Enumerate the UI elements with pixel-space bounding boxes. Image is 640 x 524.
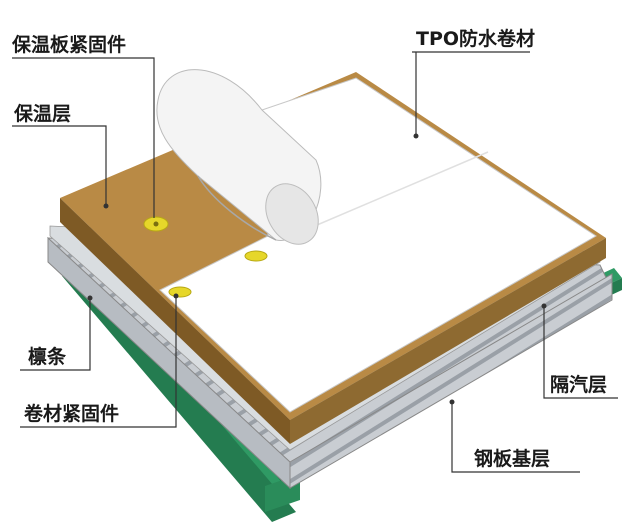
label-board-fastener: 保温板紧固件 [12, 34, 127, 56]
label-tpo-membrane: TPO防水卷材 [416, 28, 536, 50]
leader-tpo [412, 51, 530, 136]
label-insulation-layer: 保温层 [14, 103, 72, 125]
label-purlin: 檩条 [28, 346, 67, 368]
tpo-membrane [156, 69, 597, 413]
board-fastener-icon [143, 216, 169, 232]
label-membrane-fastener: 卷材紧固件 [24, 403, 120, 425]
leader-board-fastener [12, 57, 155, 218]
label-vapor-barrier: 隔汽层 [550, 374, 608, 396]
label-steel-deck: 钢板基层 [474, 448, 551, 470]
leader-insulation [12, 125, 107, 206]
leader-lines [12, 51, 618, 473]
leader-dots [87, 133, 547, 405]
leader-vapor-barrier [543, 306, 618, 399]
leader-membrane-fastener [20, 296, 177, 428]
leader-purlin [20, 298, 91, 371]
leader-steel-deck [451, 402, 580, 473]
